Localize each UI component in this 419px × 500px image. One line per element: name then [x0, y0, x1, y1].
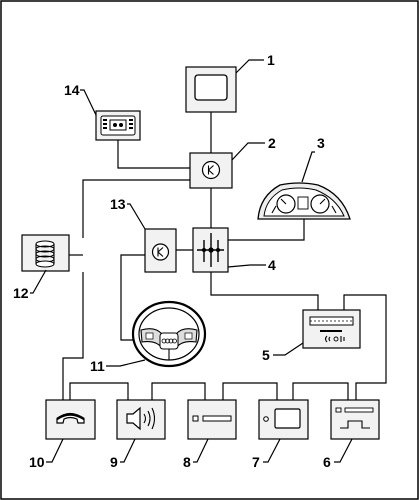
component-cd-changer [330, 399, 380, 440]
junction-distributor-icon [197, 233, 224, 267]
display-screen-icon [194, 74, 228, 101]
speaker-box [116, 399, 166, 440]
leader-12 [30, 269, 47, 294]
component-speaker [116, 399, 166, 440]
callout-14: 14 [64, 82, 80, 98]
callout-5: 5 [262, 347, 270, 363]
component-display [185, 66, 237, 113]
component-junction [192, 227, 229, 273]
component-telephone [45, 399, 96, 440]
operating-panel-icon [100, 115, 136, 136]
wire-navigation-to-cd-changer [292, 382, 349, 400]
radio-unit-icon [309, 316, 354, 343]
leader-5 [273, 342, 304, 356]
leader-1 [235, 59, 264, 74]
leader-13 [127, 203, 146, 230]
callout-3: 3 [317, 135, 325, 151]
leader-7 [263, 438, 281, 463]
callout-13: 13 [110, 196, 126, 212]
control-unit-box [189, 152, 233, 189]
leader-6 [334, 438, 353, 463]
cd-changer-icon [335, 407, 374, 429]
component-coil-antenna [21, 234, 70, 272]
multifunction-steering-wheel-icon [131, 300, 207, 368]
wire-junction-to-radio [210, 272, 319, 310]
callout-11: 11 [90, 358, 105, 374]
component-steering-control-unit [144, 228, 177, 273]
leader-11 [106, 359, 146, 367]
callout-6: 6 [323, 454, 331, 470]
callout-7: 7 [252, 454, 260, 470]
callout-1: 1 [267, 52, 275, 68]
radio-box [302, 309, 361, 349]
leader-2 [231, 142, 265, 161]
callout-4: 4 [268, 257, 276, 273]
component-drive-unit [187, 399, 237, 440]
leader-8 [193, 438, 209, 463]
callout-10: 10 [29, 454, 45, 470]
wire-steering-unit-to-wheel [120, 254, 145, 341]
telephone-box [45, 399, 96, 440]
telephone-icon [56, 412, 85, 424]
leader-14 [80, 89, 97, 116]
wiring-lines [62, 112, 387, 400]
component-navigation-unit [258, 399, 309, 440]
callout-12: 12 [13, 285, 29, 301]
navigation-unit-icon [263, 408, 301, 429]
wire-telephone-to-speaker [69, 382, 129, 400]
component-control-unit [189, 152, 233, 189]
control-unit-icon [201, 160, 221, 180]
wire-radio-to-cd-changer [343, 294, 387, 400]
component-instrument-cluster [257, 182, 351, 220]
speaker-amplifier-icon [126, 406, 156, 431]
wire-drive-to-navigation [222, 382, 278, 400]
callout-9: 9 [110, 454, 118, 470]
wire-panel-to-control-unit [117, 140, 190, 169]
callout-8: 8 [183, 454, 191, 470]
component-operating-panel [95, 110, 141, 141]
instrument-cluster-icon [257, 182, 351, 220]
callout-2: 2 [268, 135, 276, 151]
coil-antenna-icon [35, 240, 55, 268]
component-steering-wheel [131, 300, 207, 368]
cd-changer-box [330, 399, 380, 440]
leader-9 [120, 438, 136, 463]
wire-bus-to-antenna [82, 179, 190, 238]
callout-leaders [30, 59, 353, 463]
leader-4 [227, 264, 266, 268]
wire-junction-to-cluster [228, 219, 305, 241]
wire-bus-to-telephone [62, 272, 84, 400]
callout-numbers: 1 14 2 3 13 4 12 5 11 10 9 8 7 6 [13, 52, 331, 470]
drive-unit-icon [192, 415, 232, 422]
leader-3 [301, 151, 315, 183]
wire-speaker-to-drive [151, 382, 206, 400]
component-radio [302, 309, 361, 349]
leader-10 [46, 438, 64, 463]
steering-control-unit-icon [151, 243, 170, 261]
